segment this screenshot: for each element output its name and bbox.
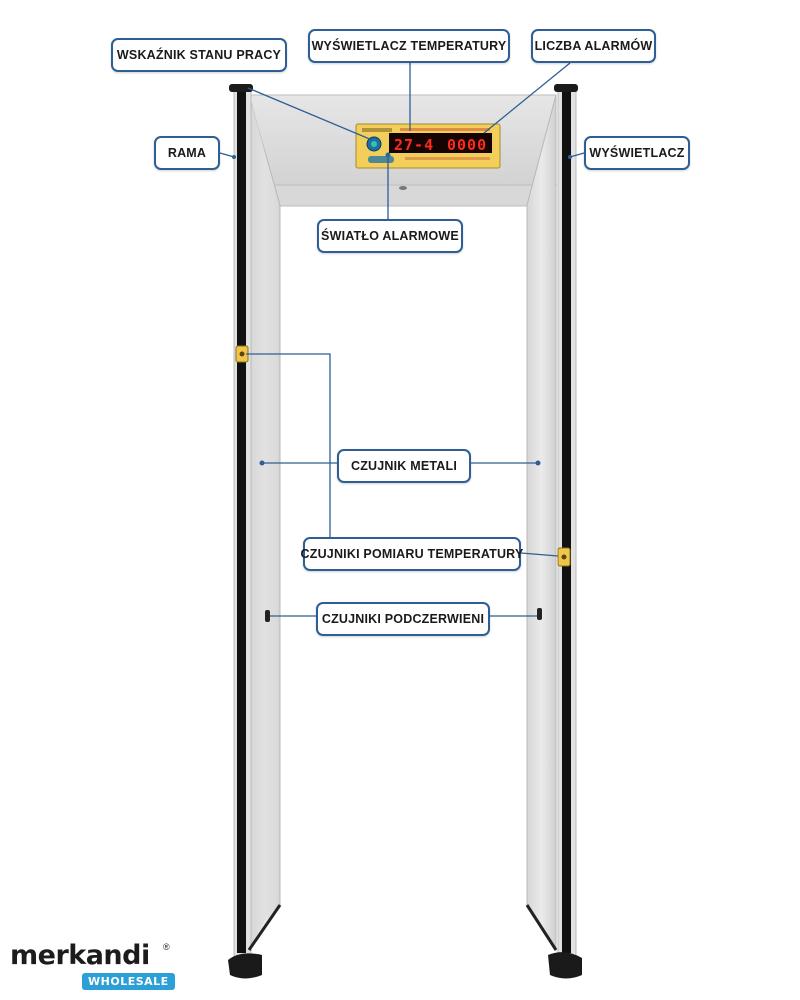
alarm-count-readout: 0000: [447, 136, 487, 154]
temperature-readout: 27-4: [394, 136, 434, 154]
label-alarm-count: LICZBA ALARMÓW: [531, 29, 656, 63]
right-foot: [525, 904, 558, 951]
label-metal-sensor: CZUJNIK METALI: [337, 449, 471, 483]
label-alarm-light: ŚWIATŁO ALARMOWE: [317, 219, 463, 253]
right-panel: [526, 94, 557, 952]
leader-lines: [219, 62, 585, 617]
display-panel: [355, 123, 501, 169]
label-work-status-indicator: WSKAŹNIK STANU PRACY: [111, 38, 287, 72]
label-infrared-sensors: CZUJNIKI PODCZERWIENI: [316, 602, 490, 636]
left-frame-rail: [228, 84, 262, 979]
infrared-sensor-left: [265, 610, 270, 622]
leader-czujniki-temp-right: [520, 552, 559, 557]
label-display: WYŚWIETLACZ: [584, 136, 690, 170]
registered-mark: ®: [163, 942, 170, 952]
leader-liczba-alarmow: [483, 62, 571, 134]
label-temperature-sensors: CZUJNIKI POMIARU TEMPERATURY: [301, 537, 523, 571]
merkandi-logo: merkandi ® WHOLESALE: [10, 940, 180, 992]
infrared-sensor-right: [537, 608, 542, 620]
brand-badge: WHOLESALE: [82, 973, 175, 990]
temperature-sensor-left: [235, 345, 249, 363]
label-frame: RAMA: [154, 136, 220, 170]
right-frame-rail: [548, 84, 582, 979]
label-temperature-display: WYŚWIETLACZ TEMPERATURY: [308, 29, 510, 63]
temperature-sensor-right: [557, 547, 571, 567]
left-panel: [248, 94, 281, 952]
leader-rama: [219, 152, 235, 158]
leader-dots: [232, 155, 572, 466]
leader-wyswietlacz: [569, 152, 585, 158]
leader-wskaznik: [247, 87, 373, 141]
brand-name: merkandi: [10, 940, 150, 971]
left-foot: [247, 904, 282, 951]
